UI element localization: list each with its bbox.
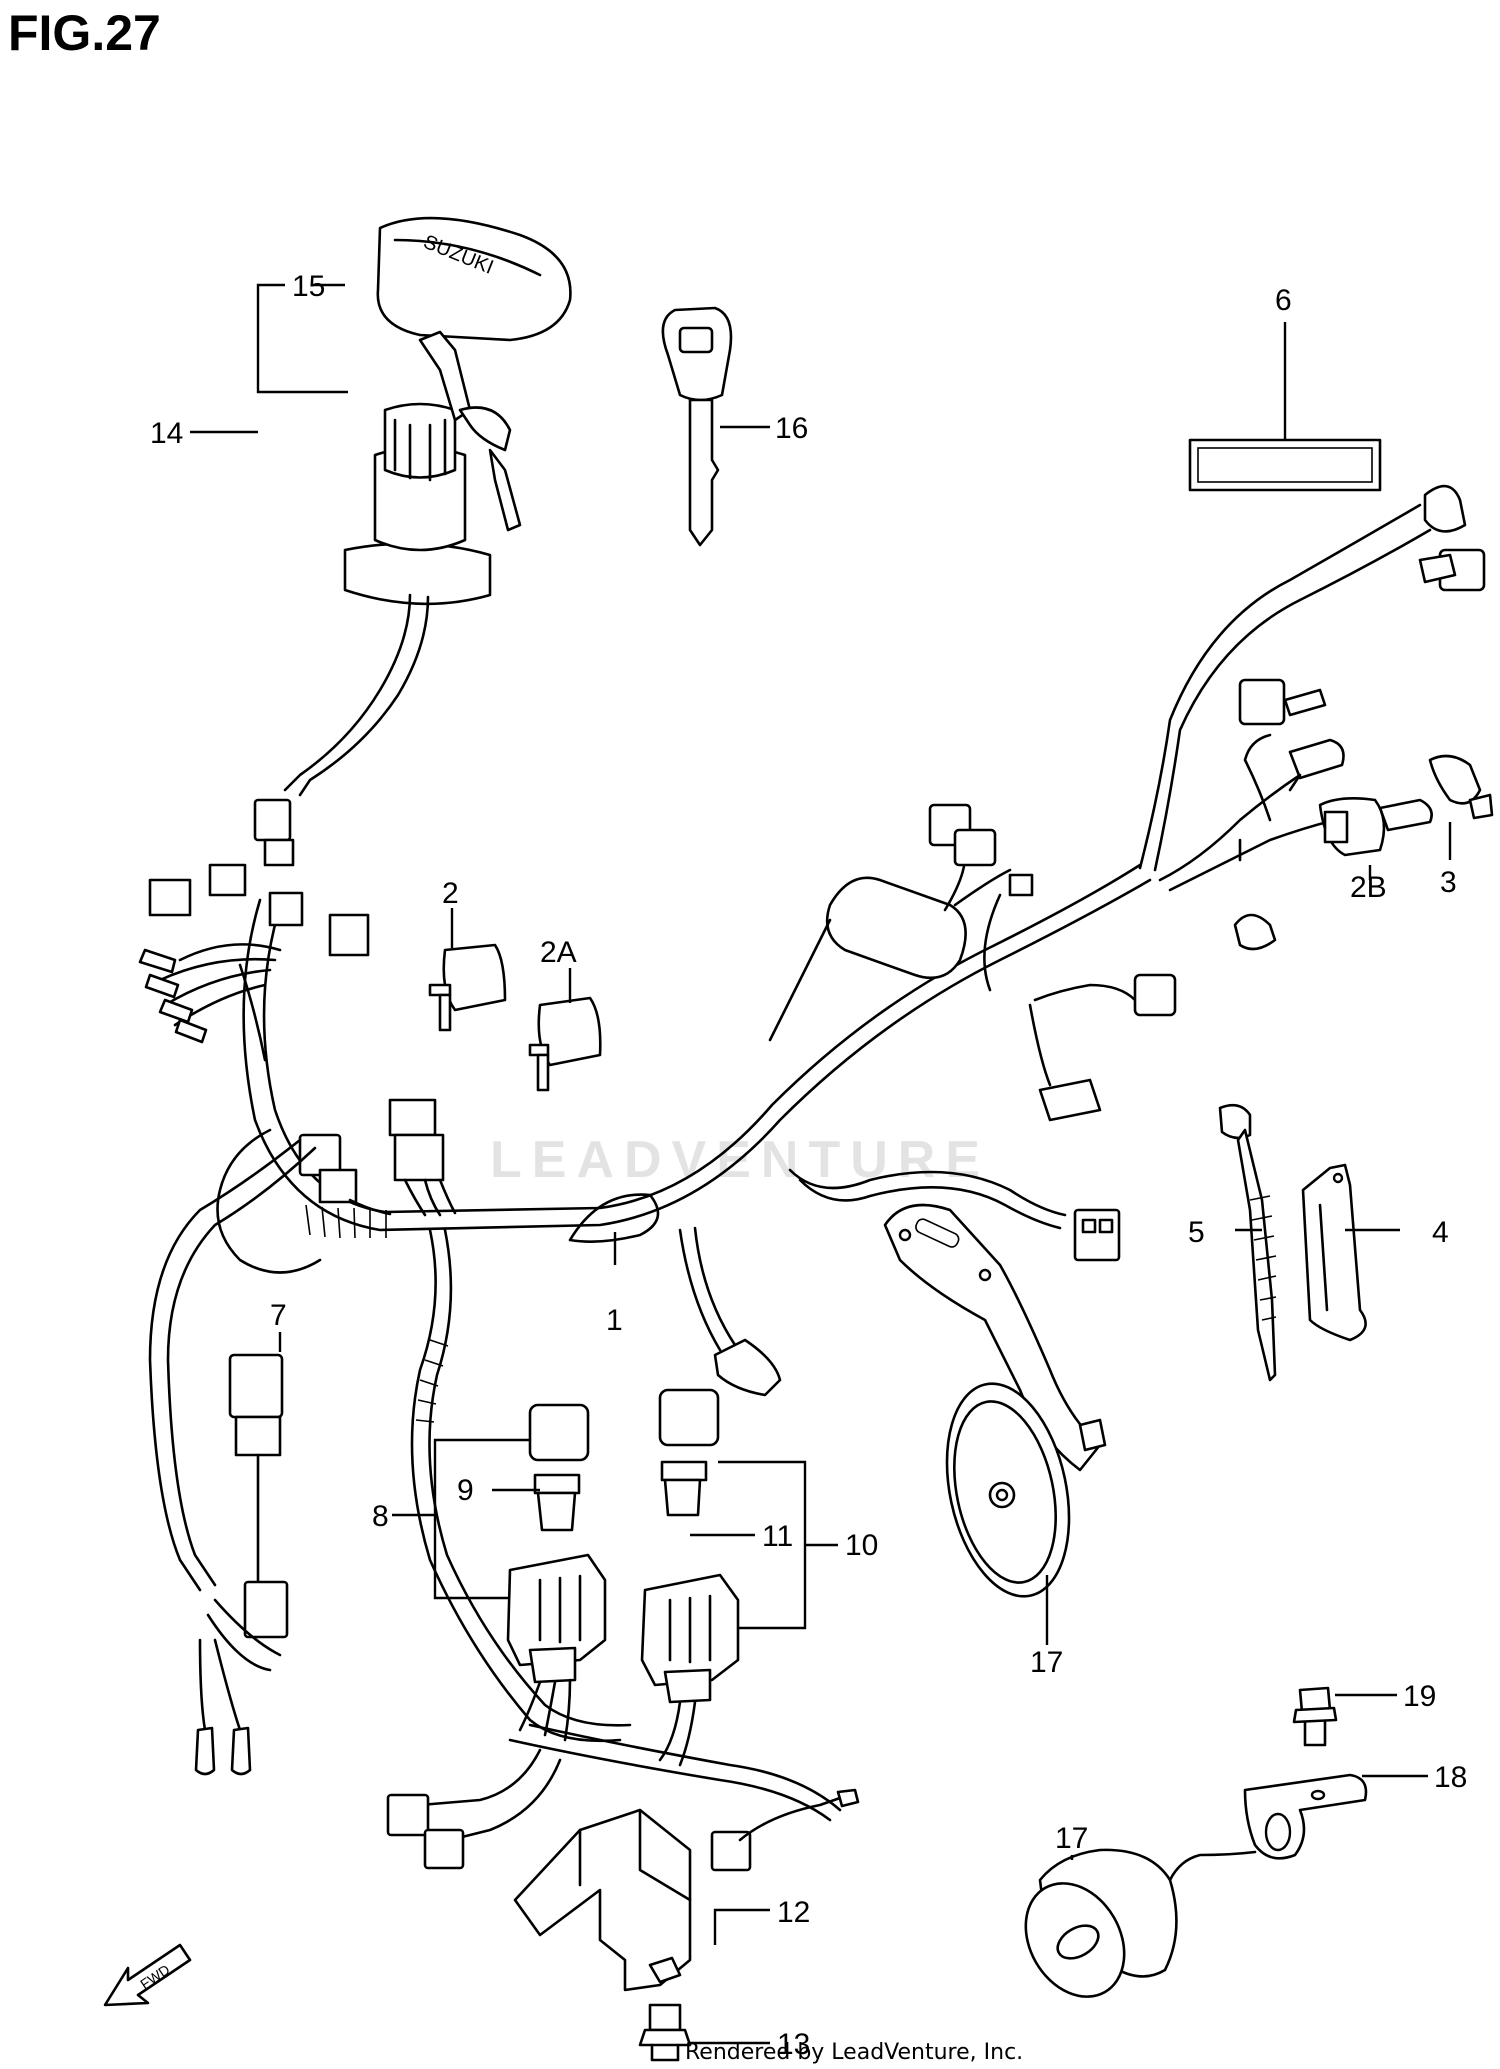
label-part-2b: 2B — [1350, 871, 1387, 904]
label-plate-6 — [1188, 438, 1382, 492]
part-labels: 1 2 2A 2B 3 4 5 6 7 8 9 10 11 12 13 14 1… — [150, 270, 1467, 2061]
label-part-18: 18 — [1434, 1761, 1467, 1794]
bolt-13 — [638, 2003, 692, 2062]
label-part-19: 19 — [1403, 1680, 1436, 1713]
fuse-holder-8 — [506, 1403, 607, 1742]
relay-2a — [528, 996, 602, 1092]
watermark-text: LEADVENTURE — [490, 1131, 991, 1189]
ignition-switch-cap: SUZUKI — [376, 216, 572, 342]
bracket-12 — [513, 1808, 692, 1992]
label-part-2a: 2A — [540, 936, 577, 969]
cable-tie-5 — [1218, 1103, 1277, 1382]
label-part-11: 11 — [762, 1520, 793, 1553]
clamp-4 — [1301, 1163, 1367, 1342]
ignition-key — [661, 306, 733, 547]
clamp-3 — [1428, 754, 1494, 820]
fwd-arrow: FWD — [103, 1943, 192, 2007]
label-part-17-lower: 17 — [1055, 1822, 1088, 1855]
label-part-3: 3 — [1440, 866, 1457, 899]
bracket-18 — [1243, 1773, 1368, 1860]
label-part-2: 2 — [442, 877, 459, 910]
label-part-17-upper: 17 — [1030, 1646, 1063, 1679]
label-part-14: 14 — [150, 417, 183, 450]
harness-connectors-center — [298, 1098, 457, 1217]
label-part-6: 6 — [1275, 284, 1292, 317]
main-wiring-harness — [242, 503, 1432, 1397]
label-part-1: 1 — [606, 1304, 623, 1337]
label-part-10: 10 — [845, 1529, 878, 1562]
ignition-switch — [283, 330, 522, 797]
label-part-13: 13 — [777, 2028, 810, 2061]
label-part-8: 8 — [372, 1500, 389, 1533]
leader-lines — [190, 283, 1452, 2045]
figure-title: FIG.27 — [8, 5, 161, 61]
horn-lower-17 — [1024, 1848, 1257, 1998]
label-part-9: 9 — [457, 1474, 474, 1507]
footer-credit: Rendered by LeadVenture, Inc. — [685, 2040, 1024, 2065]
harness-connectors-right — [928, 484, 1486, 1122]
label-part-7: 7 — [270, 1299, 287, 1332]
relay-7-branch — [148, 1128, 322, 1776]
harness-connector-cluster-left — [138, 798, 370, 1062]
bolt-19 — [1292, 1686, 1338, 1747]
horn-upper-17 — [883, 1203, 1107, 1598]
relay-2b — [1318, 797, 1386, 857]
fuse-holder-10 — [640, 1388, 740, 1767]
label-part-16: 16 — [775, 412, 808, 445]
label-part-12: 12 — [777, 1896, 810, 1929]
label-part-4: 4 — [1432, 1216, 1449, 1249]
harness-lower-branch — [386, 1228, 860, 1872]
label-part-5: 5 — [1188, 1216, 1205, 1249]
relay-2 — [428, 943, 507, 1032]
label-part-15: 15 — [292, 270, 325, 303]
